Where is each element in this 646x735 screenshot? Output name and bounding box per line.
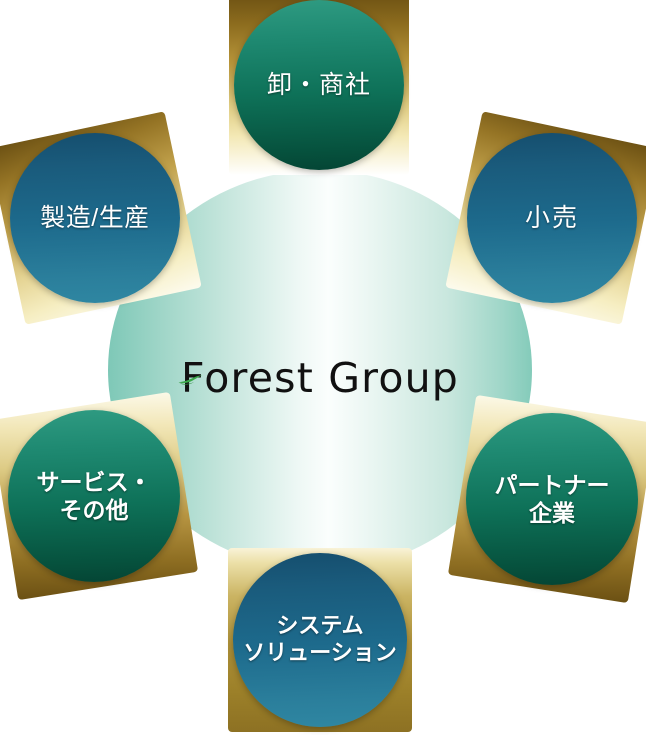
node-disc: パートナー 企業 — [466, 413, 638, 585]
node-retail[interactable]: 小売 — [445, 111, 646, 325]
node-disc: 製造/生産 — [10, 133, 180, 303]
node-disc: サービス・ その他 — [8, 410, 180, 582]
node-label-partner-company: パートナー 企業 — [494, 471, 610, 526]
node-partner-company[interactable]: パートナー 企業 — [447, 394, 646, 604]
node-disc: システム ソリューション — [233, 553, 407, 727]
node-disc: 小売 — [467, 133, 637, 303]
node-label-service-other: サービス・ その他 — [36, 468, 152, 523]
node-manufacturing[interactable]: 製造/生産 — [0, 111, 202, 325]
node-system-solution[interactable]: システム ソリューション — [228, 548, 412, 732]
node-label-manufacturing: 製造/生産 — [40, 203, 150, 232]
node-label-system-solution: システム ソリューション — [243, 613, 397, 665]
brand-name: Forest Group — [180, 353, 460, 402]
center-logo: Forest Group — [108, 170, 532, 570]
node-label-retail: 小売 — [524, 203, 579, 232]
node-service-other[interactable]: サービス・ その他 — [0, 391, 199, 601]
node-wholesale[interactable]: 卸・商社 — [229, 0, 409, 175]
node-label-wholesale: 卸・商社 — [266, 70, 371, 99]
node-disc: 卸・商社 — [234, 0, 404, 170]
